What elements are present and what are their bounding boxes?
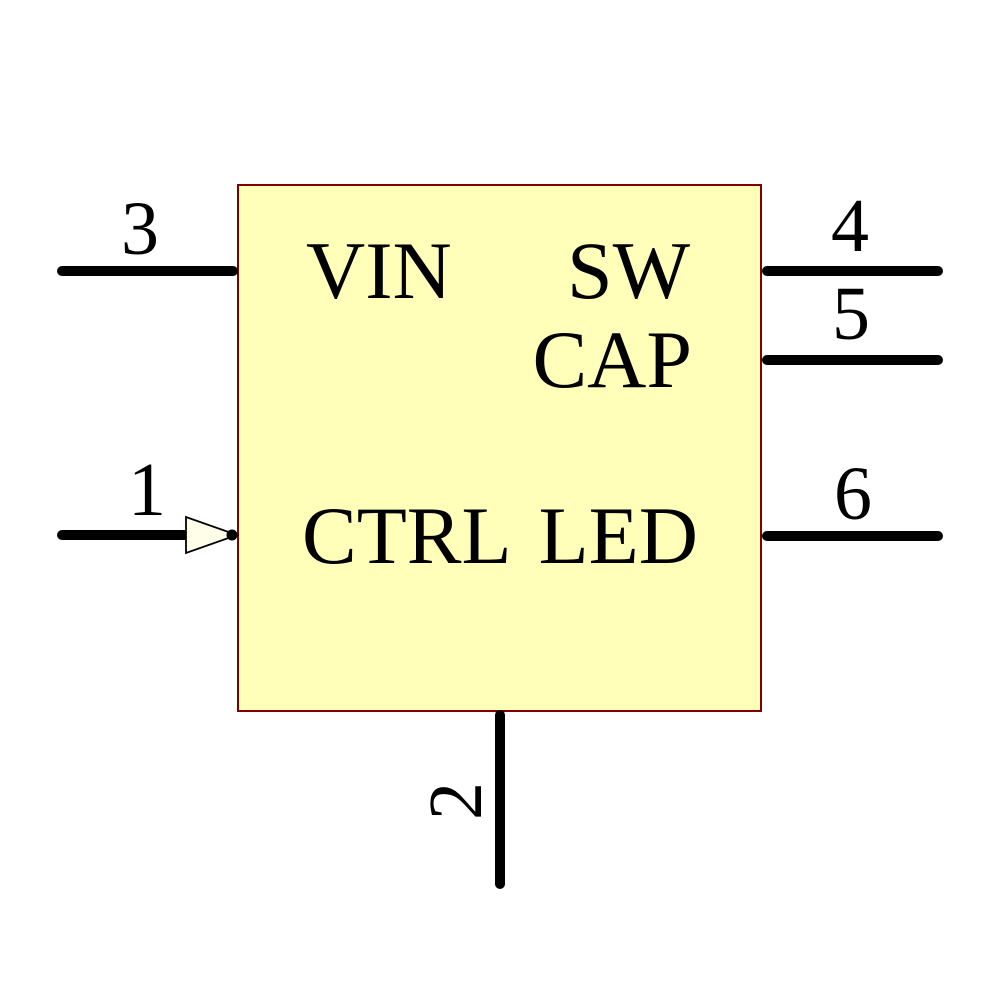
pin-1-number: 1 <box>128 448 166 532</box>
pin-2-number: 2 <box>414 782 498 820</box>
pin-label-led: LED <box>538 490 698 581</box>
pin-label-cap: CAP <box>532 314 692 405</box>
pin-3-number: 3 <box>121 187 159 271</box>
pin-4-number: 4 <box>831 184 869 268</box>
ic-body[interactable] <box>237 184 762 712</box>
pin-4-wire[interactable] <box>762 266 943 276</box>
pin-5-wire[interactable] <box>762 355 943 365</box>
pin-label-ctrl: CTRL <box>302 490 512 581</box>
input-arrow-icon <box>185 515 240 555</box>
pin-6-number: 6 <box>834 452 872 536</box>
pin-6-wire[interactable] <box>762 531 943 541</box>
pin-3-wire[interactable] <box>57 266 238 276</box>
pin-label-vin: VIN <box>306 225 452 316</box>
pin-2-wire[interactable] <box>495 710 505 889</box>
pin-label-sw: SW <box>567 225 690 316</box>
pin-1-wire[interactable] <box>57 530 190 540</box>
pin-5-number: 5 <box>832 272 870 356</box>
